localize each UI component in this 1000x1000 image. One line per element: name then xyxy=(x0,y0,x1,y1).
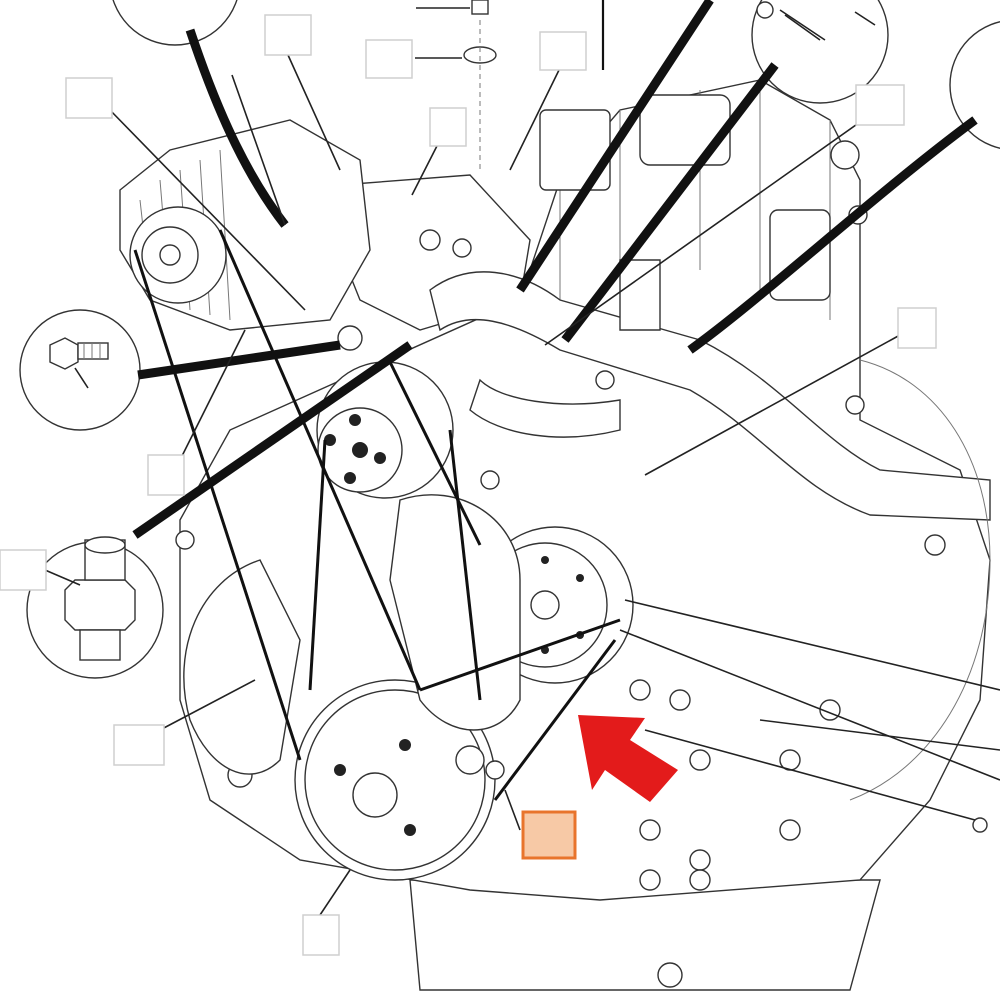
detail-callout-15-16 xyxy=(751,0,889,104)
detail-callout-top-right xyxy=(949,21,1000,149)
washer-bolt-stack xyxy=(463,0,497,170)
detail-callout-24 xyxy=(26,536,164,679)
highlight-box xyxy=(521,810,577,860)
arrow-icon xyxy=(578,715,678,802)
detail-callout-top-left xyxy=(112,0,238,46)
red-pointer-arrow xyxy=(578,715,678,802)
detail-leaders xyxy=(132,0,978,539)
bolt-icon xyxy=(49,337,79,370)
fitting-icon xyxy=(64,579,136,631)
callout-labels xyxy=(0,14,937,956)
callout-leaders xyxy=(107,7,1000,916)
detail-callout-20 xyxy=(19,309,141,431)
highlighted-callout-31 xyxy=(521,810,577,860)
